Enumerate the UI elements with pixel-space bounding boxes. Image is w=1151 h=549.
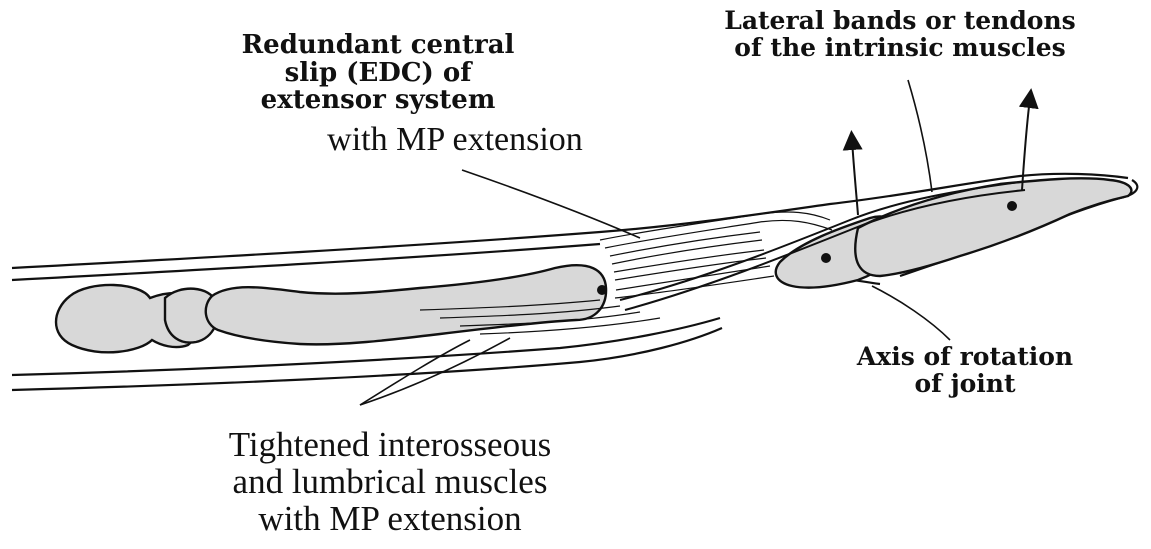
lateral-bands-label: Lateral bands or tendons of the intrinsi… [650,8,1150,61]
joint-axis-pip [821,253,831,263]
tightened-muscles-label: Tightened interosseous and lumbrical mus… [150,426,630,537]
joint-axis-mp [597,285,607,295]
axis-rotation-label: Axis of rotation of joint [830,344,1100,397]
central-slip-label: Redundant central slip (EDC) of extensor… [188,32,568,115]
lateral-bands-line-2: of the intrinsic muscles [650,35,1150,62]
lateral-bands-line-1: Lateral bands or tendons [650,8,1150,35]
joint-axis-dip [1007,201,1017,211]
central-slip-line-2: slip (EDC) of [188,60,568,88]
central-slip-line-1: Redundant central [188,32,568,60]
central-slip-line-3: extensor system [188,87,568,115]
tightened-muscles-line-2: and lumbrical muscles [150,463,630,500]
tightened-muscles-line-3: with MP extension [150,500,630,537]
tightened-muscles-line-1: Tightened interosseous [150,426,630,463]
axis-rotation-line-1: Axis of rotation [830,344,1100,371]
axis-rotation-line-2: of joint [830,371,1100,398]
central-slip-label-line-4: with MP extension [290,122,620,158]
